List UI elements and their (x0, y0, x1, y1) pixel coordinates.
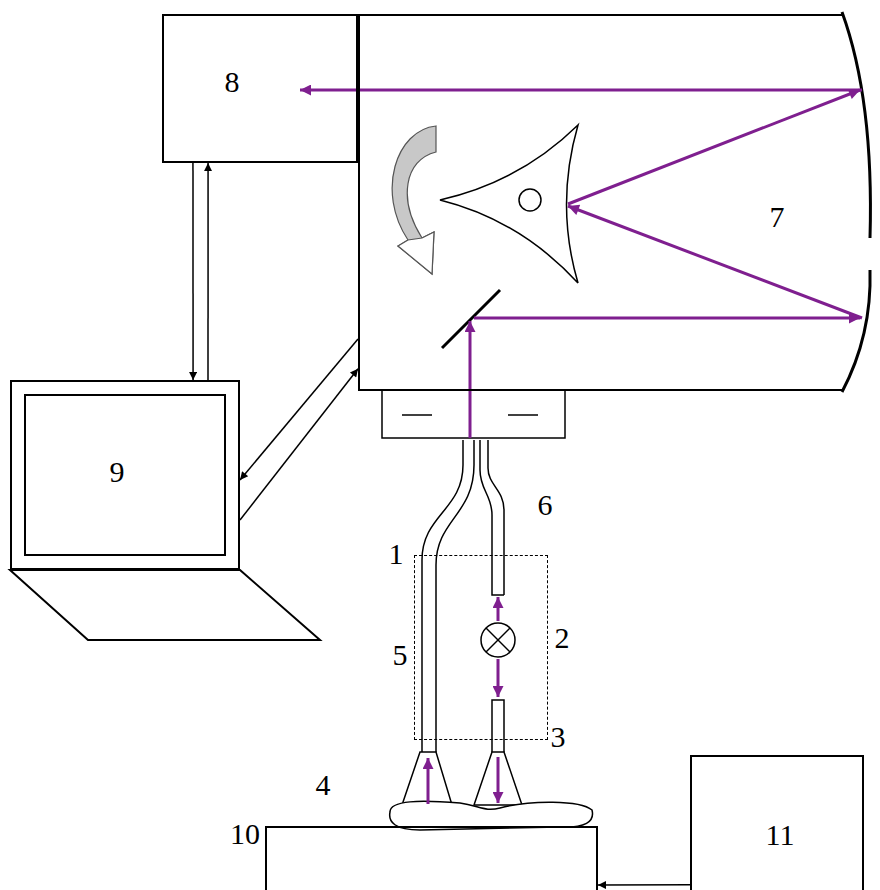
callout-number: 5 (393, 640, 408, 670)
callout-number: 6 (538, 490, 553, 520)
laptop-screen (25, 395, 225, 555)
lamp-cross (486, 628, 510, 652)
fiber-line (488, 440, 504, 595)
optical-fibers (422, 440, 504, 752)
diffraction-grating (440, 125, 578, 283)
spectrometer-housing: 7 (358, 14, 842, 391)
laptop-base (10, 570, 320, 640)
lamp-symbol (481, 623, 515, 657)
slit-jaw (508, 414, 538, 416)
controller-box: 8 (162, 14, 358, 163)
slit-jaw (402, 414, 432, 416)
callout-number: 3 (551, 722, 566, 752)
callout-number: 9 (110, 457, 125, 487)
concave-mirror (842, 270, 870, 392)
sample-stage: 10 (265, 826, 598, 890)
callout-number: 1 (389, 539, 404, 569)
callout-number: 2 (555, 623, 570, 653)
signal-arrow (207, 163, 209, 380)
beam (497, 597, 500, 621)
light-beams (300, 90, 862, 804)
concave-mirror (842, 12, 870, 238)
entrance-slit (382, 390, 565, 438)
laptop-computer: 9 (10, 380, 240, 570)
beam (474, 317, 860, 320)
signal-arrow (192, 163, 194, 380)
grating-axis (519, 189, 541, 211)
rotation-arrow (392, 126, 436, 274)
light-source-unit: 1 (414, 555, 548, 740)
beam (497, 659, 500, 697)
callout-number: 11 (766, 820, 795, 850)
beam (568, 206, 862, 318)
beam (568, 90, 860, 204)
rotation-arrowhead (398, 232, 434, 274)
fiber-line (492, 700, 504, 752)
fiber-line (480, 440, 504, 595)
lamp-cross (486, 628, 510, 652)
beam (469, 321, 472, 438)
signal-arrow (598, 884, 690, 886)
callout-number: 7 (770, 202, 785, 232)
callout-number: 10 (230, 819, 260, 849)
probe-tip (474, 752, 522, 805)
beam (497, 757, 500, 803)
signal-arrow (240, 339, 358, 480)
callout-number: 4 (316, 770, 331, 800)
signal-arrow (240, 369, 358, 520)
power-supply-box: 11 (690, 755, 864, 890)
beam (427, 758, 430, 804)
callout-number: 8 (225, 67, 240, 97)
beam (300, 89, 862, 92)
probe-tip (402, 752, 452, 805)
fiber-line (436, 440, 474, 752)
fiber-line (422, 440, 463, 752)
